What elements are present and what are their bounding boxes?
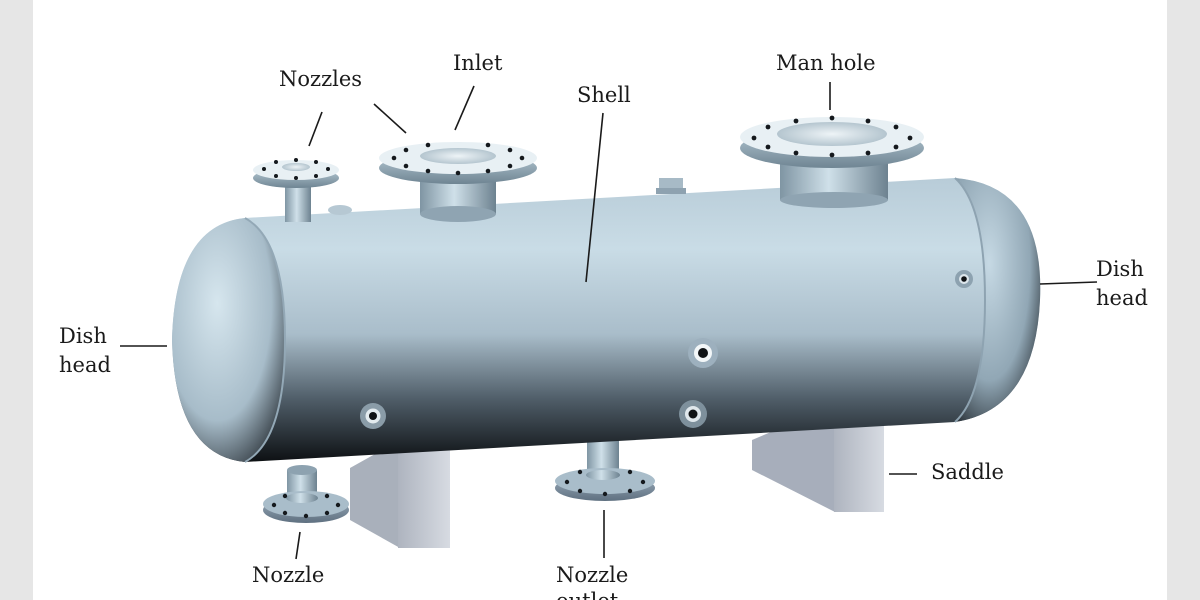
leader-inlet <box>454 85 475 131</box>
label-nozzle: Nozzle <box>252 563 324 587</box>
label-dish-head-left-line2: head <box>59 353 111 377</box>
leader-lines <box>120 82 1098 560</box>
vessel-body <box>172 177 1041 463</box>
label-shell: Shell <box>577 83 631 107</box>
leader-dish-head-right <box>1039 281 1098 285</box>
label-dish-head-right-line1: Dish <box>1096 257 1144 281</box>
label-inlet: Inlet <box>453 51 503 75</box>
shell-ports <box>328 178 973 429</box>
label-nozzle-outlet-line1: Nozzle <box>556 563 628 587</box>
man-hole <box>740 115 924 208</box>
label-dish-head-left-line1: Dish <box>59 324 107 348</box>
leader-nozzles-a <box>308 111 323 147</box>
label-saddle: Saddle <box>931 460 1004 484</box>
bottom-nozzle-left <box>263 465 349 523</box>
top-nozzle-small <box>253 158 339 222</box>
label-nozzle-outlet-line2: outlet <box>556 589 619 600</box>
label-man-hole: Man hole <box>776 51 876 75</box>
inlet-nozzle <box>379 142 537 222</box>
bottom-nozzle-outlet <box>555 440 655 501</box>
label-dish-head-right-line2: head <box>1096 286 1148 310</box>
label-nozzles: Nozzles <box>279 67 362 91</box>
leader-shell <box>585 112 604 283</box>
leader-nozzles-b <box>373 103 407 134</box>
leader-nozzle <box>295 531 301 560</box>
